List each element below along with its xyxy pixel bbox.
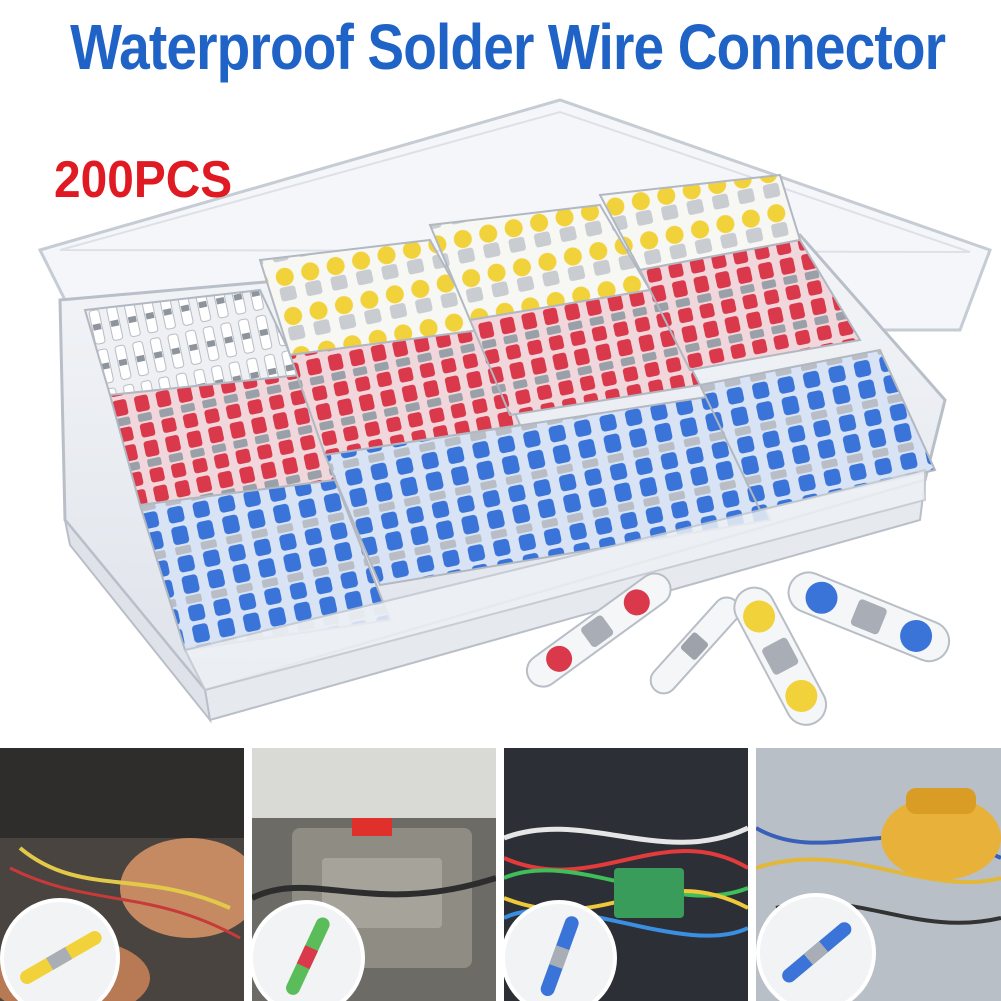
product-title: Waterproof Solder Wire Connector [70, 11, 946, 83]
photo-hands-soldering [0, 748, 244, 1001]
loose-blue-connector [787, 571, 951, 663]
piece-count-badge: 200PCS [54, 151, 233, 209]
loose-clear-connector [649, 596, 741, 695]
photo-engine-wiring [252, 748, 496, 1001]
photo-colored-wire-bundle [504, 748, 748, 1001]
loose-yellow-connector [733, 586, 828, 726]
photo-gloved-hand-panel [756, 748, 1001, 1001]
product-case-illustration [37, 98, 992, 726]
loose-red-connector [525, 572, 672, 688]
